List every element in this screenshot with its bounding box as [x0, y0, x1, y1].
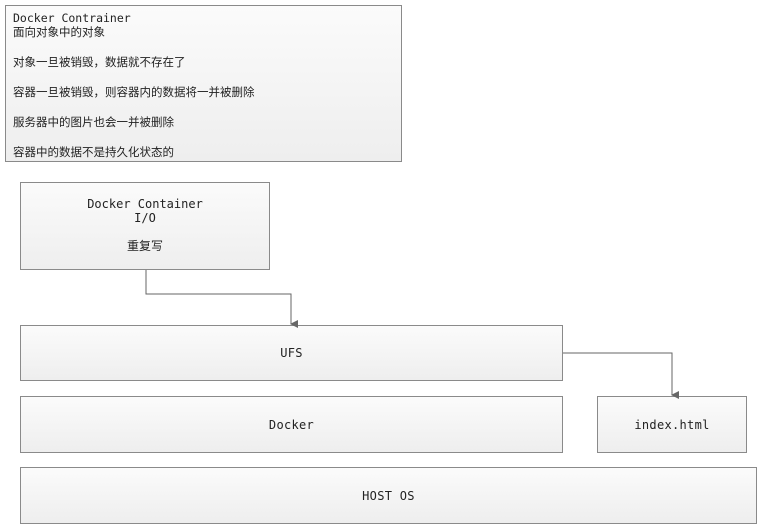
ufs-label: UFS: [280, 346, 303, 360]
arrow-container-to-ufs: [145, 270, 298, 328]
note-line: 面向对象中的对象: [13, 25, 105, 39]
note-line: 服务器中的图片也会一并被删除: [13, 115, 174, 129]
host-os-label: HOST OS: [362, 488, 415, 503]
host-os-box: HOST OS: [20, 467, 757, 524]
arrow-ufs-to-index: [563, 352, 679, 399]
docker-label: Docker: [268, 417, 315, 432]
note-line: 容器中的数据不是持久化状态的: [13, 145, 174, 159]
note-title: Docker Contrainer: [13, 11, 131, 25]
index-html-label: index.html: [634, 417, 710, 432]
note-line: 对象一旦被销毁，数据就不存在了: [13, 55, 186, 69]
container-io-label: I/O: [134, 211, 156, 225]
note-line: 容器一旦被销毁，则容器内的数据将一并被删除: [13, 85, 255, 99]
ufs-box: UFS: [20, 325, 563, 381]
docker-container-box: Docker Container I/O 重复写: [20, 182, 270, 270]
docker-box: Docker: [20, 396, 563, 453]
container-rewrite-label: 重复写: [126, 239, 163, 253]
container-title: Docker Container: [87, 197, 203, 211]
note-box: Docker Contrainer 面向对象中的对象 对象一旦被销毁，数据就不存…: [5, 5, 402, 162]
